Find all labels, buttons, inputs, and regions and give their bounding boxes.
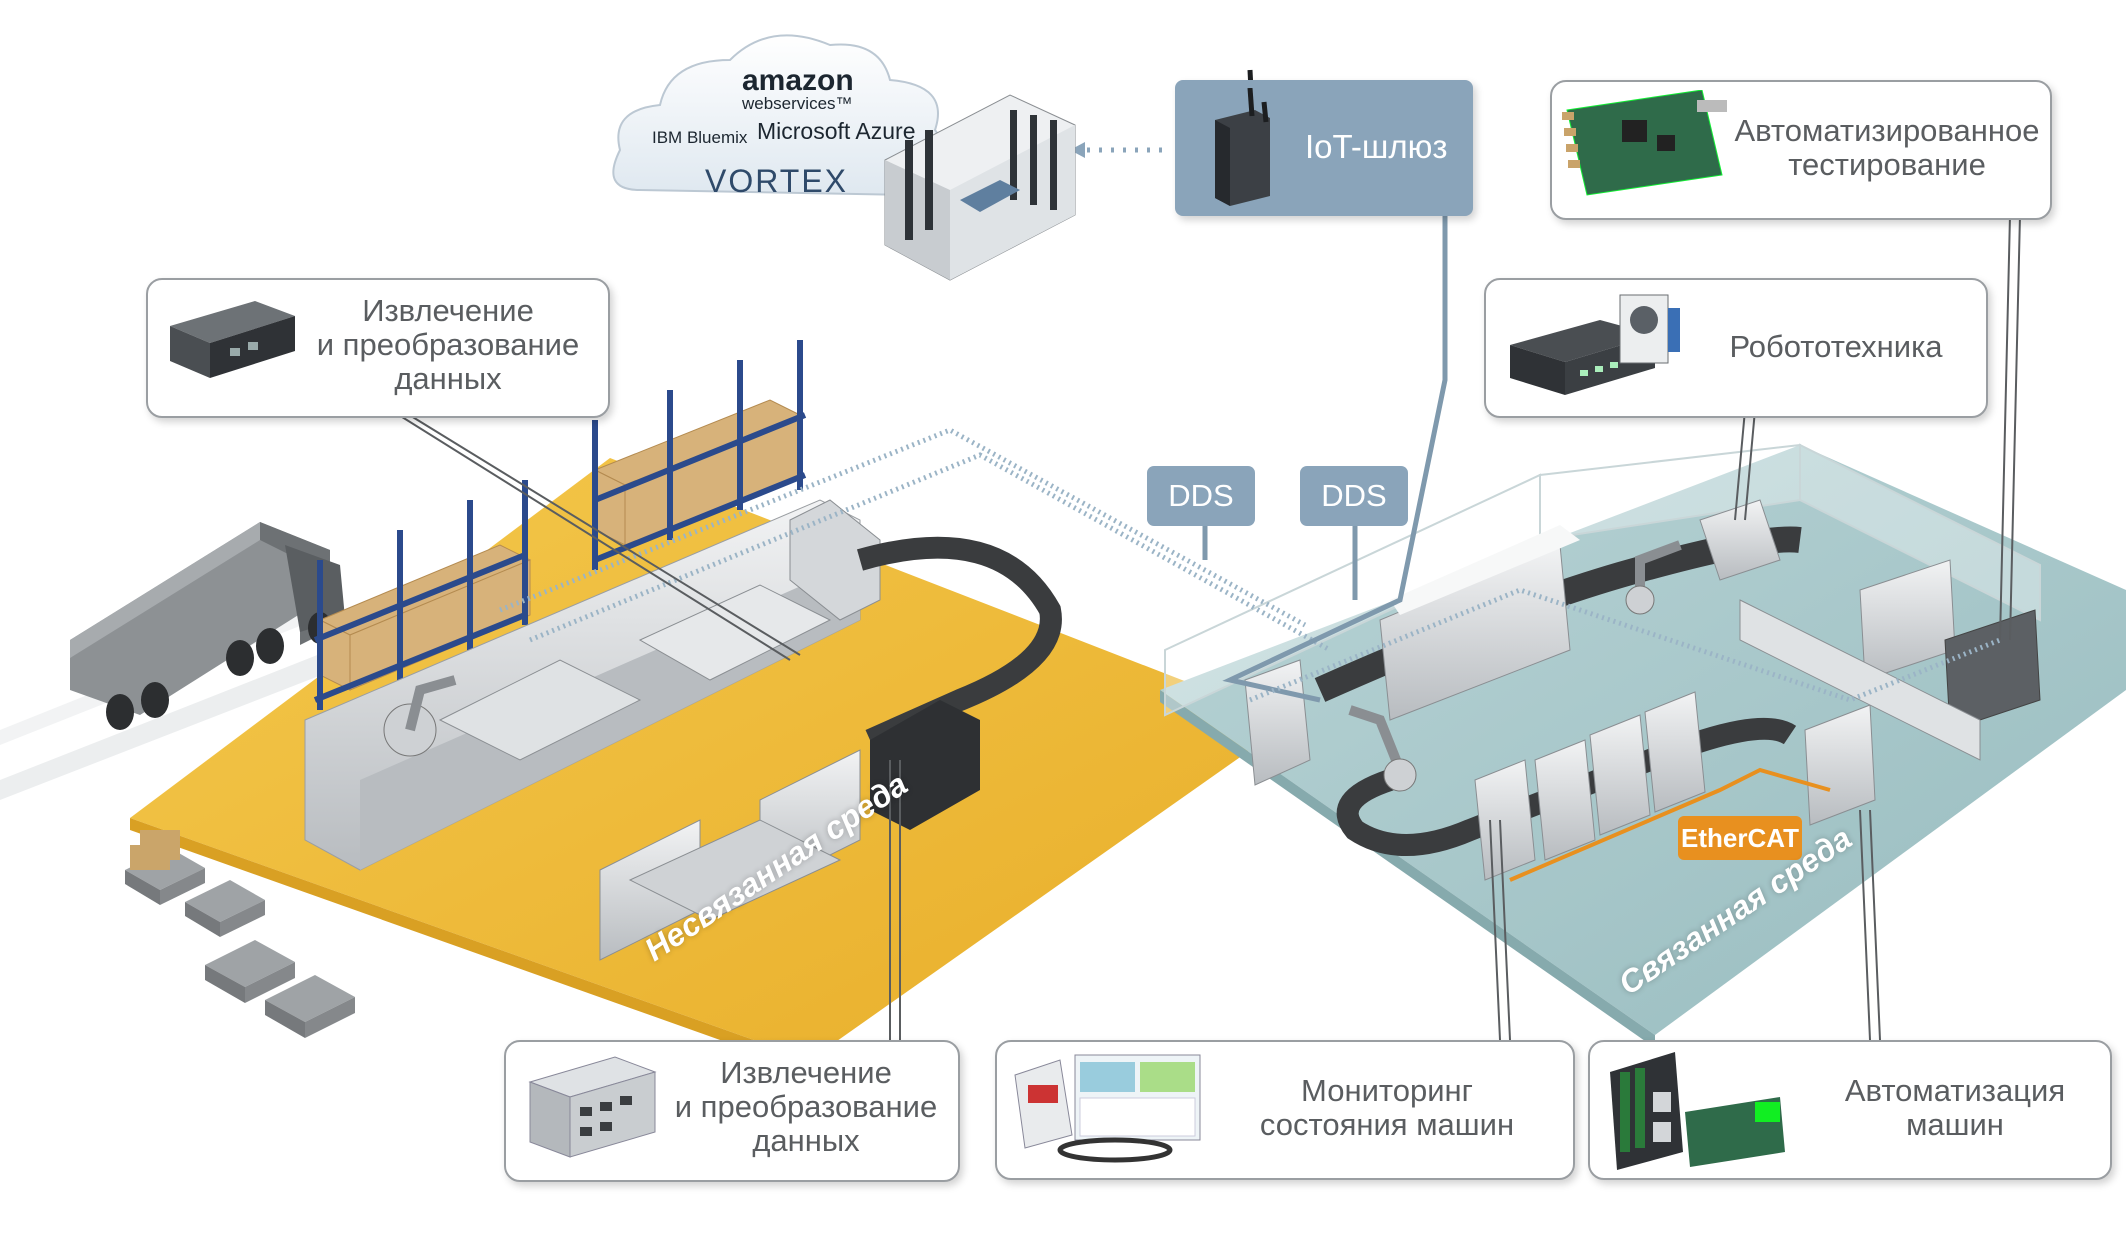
vortex-text: VORTEX: [705, 163, 848, 199]
iot-gateway-device: [1215, 88, 1270, 206]
callout-extract-top: Извлечение и преобразование данных: [146, 278, 610, 418]
dds-tag-right: DDS: [1300, 466, 1408, 526]
iot-gateway-label: IoT-шлюз: [1305, 128, 1448, 165]
cloud-illustration: [612, 34, 947, 197]
unconnected-production-line: [304, 499, 1062, 961]
callout-pointers: [374, 214, 2021, 1041]
callout-extract-bottom-label: Извлечение и преобразование данных: [674, 1055, 938, 1158]
amazon-logo-text: amazon: [742, 64, 854, 97]
truck: [70, 522, 345, 730]
auto-testing-device-icon: [1562, 90, 1727, 196]
ibm-bluemix-text: IBM Bluemix: [652, 128, 748, 147]
callout-automation-label: Автоматизация машин: [1844, 1073, 2066, 1142]
connected-floor-edge: [1160, 690, 1655, 1048]
server-room: [884, 94, 1076, 281]
extract-top-device-icon: [170, 301, 295, 378]
monitoring-device-icon: [1014, 1054, 1201, 1163]
network-lines: [499, 142, 2001, 703]
robotics-device-icon: [1510, 294, 1680, 395]
webservices-logo-text: webservices™: [742, 94, 853, 113]
callout-robotics-label: Робототехника: [1729, 329, 1943, 364]
dds-tag-left: DDS: [1147, 466, 1255, 526]
ethercat-tag: EtherCAT: [1678, 816, 1802, 860]
callout-auto-testing-label: Автоматизированное тестирование: [1734, 113, 2040, 182]
callout-monitoring-label: Мониторинг состояния машин: [1259, 1073, 1515, 1142]
connected-production-line: [1244, 499, 2041, 882]
microsoft-azure-text: Microsoft Azure: [757, 118, 916, 144]
extract-bottom-device-icon: [528, 1056, 657, 1158]
unconnected-floor-front-edge: [130, 818, 810, 1072]
automation-device-icon: [1610, 1052, 1785, 1170]
warehouse-racks: [313, 340, 807, 710]
agv-carts: [125, 830, 355, 1038]
callout-extract-top-label: Извлечение и преобразование данных: [316, 293, 580, 396]
